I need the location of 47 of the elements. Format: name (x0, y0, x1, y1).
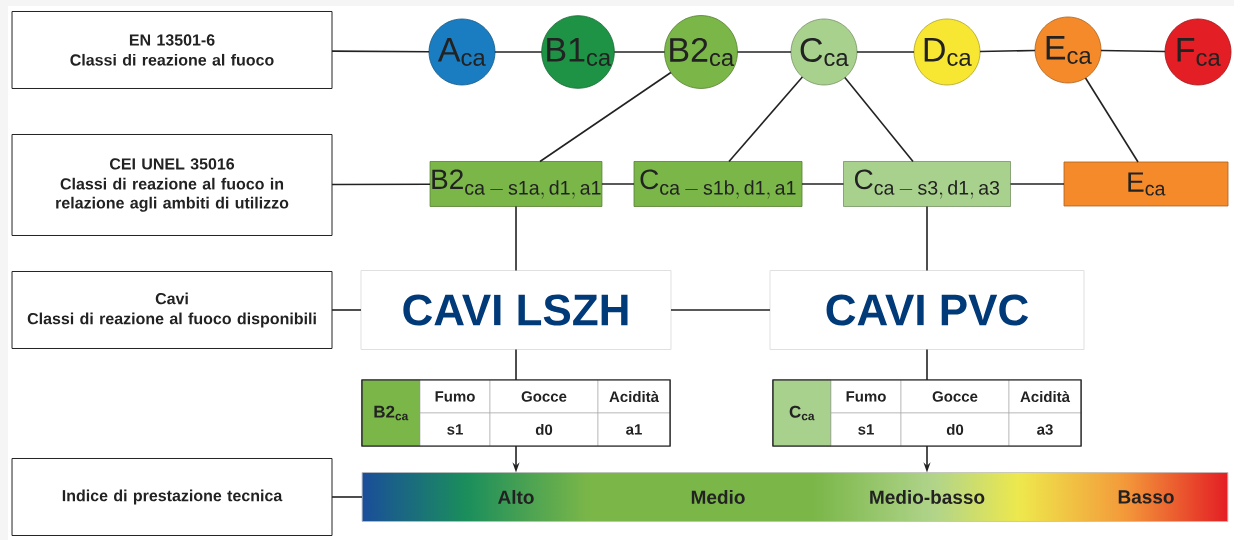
class-box: $\mathrm{B2}_{\mathrm{ca\,-\,s1a,\,d1,\,a1}}$ (429, 161, 603, 207)
connector (1009, 183, 1065, 185)
connector (670, 309, 771, 311)
class-box: $\mathrm{C}_{\mathrm{ca\,-\,s1b,\,d1,\,a1}}$ (633, 161, 803, 207)
table-cell: d0 (900, 412, 1010, 447)
table-cell: a1 (597, 412, 671, 447)
connector (515, 205, 517, 272)
connector (331, 309, 362, 311)
class-box: E$_{ca}$ (1063, 161, 1229, 207)
table-cell: Gocce (900, 379, 1010, 414)
connector (539, 71, 672, 163)
connector (331, 50, 430, 53)
table-cell: Fumo (830, 379, 902, 414)
table-cell: Acidità (1008, 379, 1082, 414)
connector (801, 183, 845, 185)
connector (494, 51, 543, 53)
connector (331, 496, 363, 498)
table-cell: Gocce (489, 379, 599, 414)
label-box: EN 13501-6 Classi di reazione al fuoco (11, 11, 333, 89)
table-cell: Fumo (419, 379, 491, 414)
class-cell: C$_{ca}$ (772, 379, 832, 447)
label-box: Indice di prestazione tecnica (11, 458, 333, 536)
table-cell: s1 (830, 412, 902, 447)
connector (728, 76, 804, 163)
cable-box: CAVI PVC (769, 270, 1085, 350)
table-cell: a3 (1008, 412, 1082, 447)
connector (979, 49, 1036, 53)
connector (1084, 77, 1139, 163)
connector (856, 51, 915, 53)
connector (515, 348, 517, 381)
connector (926, 205, 928, 272)
cable-box: CAVI LSZH (360, 270, 672, 350)
table-cell: s1 (419, 412, 491, 447)
connector (601, 183, 635, 185)
connector (736, 51, 792, 53)
connector (613, 51, 666, 53)
connector (844, 76, 914, 163)
table-cell: Acidità (597, 379, 671, 414)
label-box: Cavi Classi di reazione al fuoco disponibili (11, 271, 333, 349)
rating-bar: Alto Medio Medio-basso Basso (361, 472, 1229, 522)
class-cell: B2$_{ca}$ (361, 379, 421, 447)
label-box: CEI UNEL 35016 Classi di reazione al fuoco in relazione agli ambiti di utilizzo (11, 134, 333, 236)
connector (1100, 49, 1166, 53)
connector (926, 348, 928, 381)
class-box: $\mathrm{C}_{\mathrm{ca\,-\,s3,\,d1,\,a3}}$ (843, 161, 1011, 207)
table-cell: d0 (489, 412, 599, 447)
connector (331, 183, 431, 186)
